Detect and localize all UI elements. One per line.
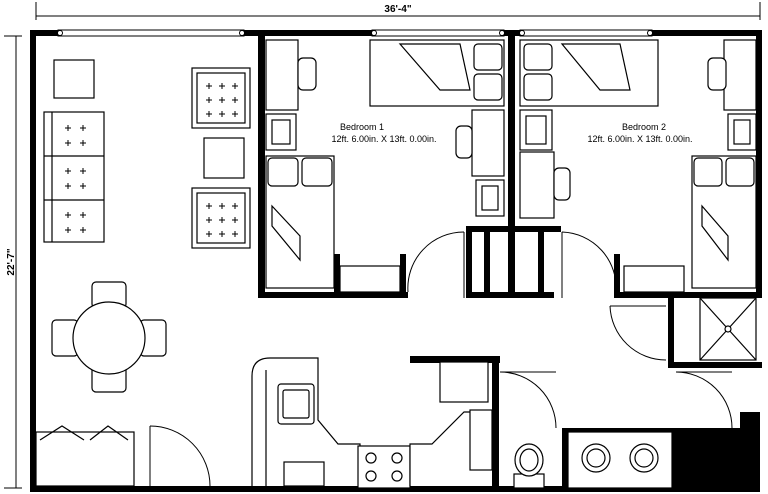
bedroom2-furniture bbox=[519, 39, 757, 293]
cushion-tufts bbox=[65, 83, 238, 237]
width-dimension-label: 36'-4" bbox=[384, 4, 411, 15]
end-table-2 bbox=[203, 137, 245, 179]
bedroom2-name: Bedroom 2 bbox=[622, 122, 666, 132]
height-dimension bbox=[4, 35, 22, 489]
window-top-living bbox=[57, 29, 245, 37]
window-top-bedroom1 bbox=[371, 29, 505, 37]
bathroom bbox=[513, 297, 757, 489]
bedroom1-size: 12ft. 6.00in. X 13ft. 0.00in. bbox=[331, 134, 436, 144]
window-top-bedroom2 bbox=[519, 29, 653, 37]
width-dimension bbox=[35, 2, 761, 20]
entry-closet bbox=[35, 425, 135, 487]
bedroom2-size: 12ft. 6.00in. X 13ft. 0.00in. bbox=[587, 134, 692, 144]
dining-table bbox=[51, 281, 167, 393]
sofa bbox=[43, 111, 105, 243]
bedroom1-furniture bbox=[265, 39, 505, 293]
end-table-1 bbox=[53, 59, 95, 99]
kitchen bbox=[251, 357, 493, 489]
bedroom1-name: Bedroom 1 bbox=[340, 122, 384, 132]
doors bbox=[149, 231, 733, 487]
height-dimension-label: 22'-7" bbox=[6, 248, 17, 275]
living-furniture bbox=[43, 59, 251, 249]
stove bbox=[357, 445, 411, 489]
interior-walls bbox=[258, 36, 762, 490]
